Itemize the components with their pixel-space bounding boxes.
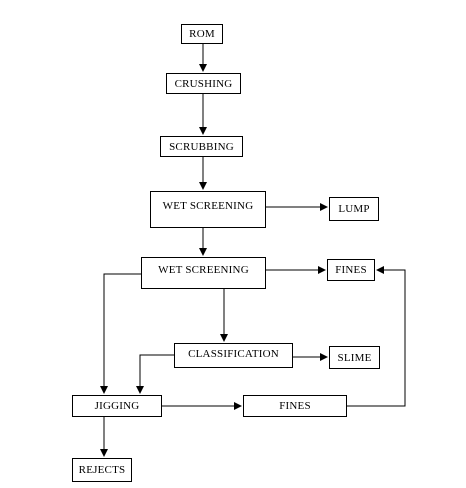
node-rom: ROM [181, 24, 223, 44]
node-lump: LUMP [329, 197, 379, 221]
node-fines-2: FINES [243, 395, 347, 417]
node-scrubbing: SCRUBBING [160, 136, 243, 157]
node-fines-1: FINES [327, 259, 375, 281]
node-jigging: JIGGING [72, 395, 162, 417]
edge-classification-jigging [136, 354, 174, 394]
edge-fines-2-fines-1 [347, 266, 406, 407]
node-slime: SLIME [329, 346, 380, 369]
node-rejects: REJECTS [72, 458, 132, 482]
node-classification: CLASSIFICATION [174, 343, 293, 368]
edge-wet-screening-2-jigging [100, 273, 141, 394]
node-crushing: CRUSHING [166, 73, 241, 94]
node-wet-screening-2: WET SCREENING [141, 257, 266, 289]
node-wet-screening-1: WET SCREENING [150, 191, 266, 228]
